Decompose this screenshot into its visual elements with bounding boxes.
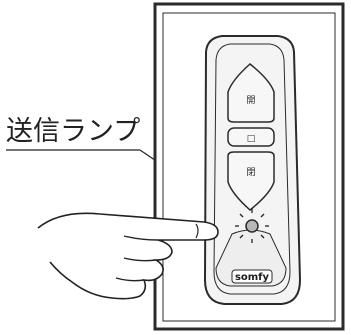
transmit-lamp-label: 送信ランプ [6,116,141,147]
down-button[interactable]: 閉 [227,151,275,211]
up-button[interactable]: 開 [227,63,275,123]
somfy-logo-text: somfy [235,272,270,283]
somfy-logo: somfy [231,269,273,284]
stop-button[interactable]: □ [227,127,275,147]
up-button-label: 開 [246,95,255,106]
stop-button-label: □ [247,134,256,144]
down-button-label: 閉 [246,167,255,178]
transmit-lamp [235,209,269,243]
pointing-hand [37,212,219,300]
